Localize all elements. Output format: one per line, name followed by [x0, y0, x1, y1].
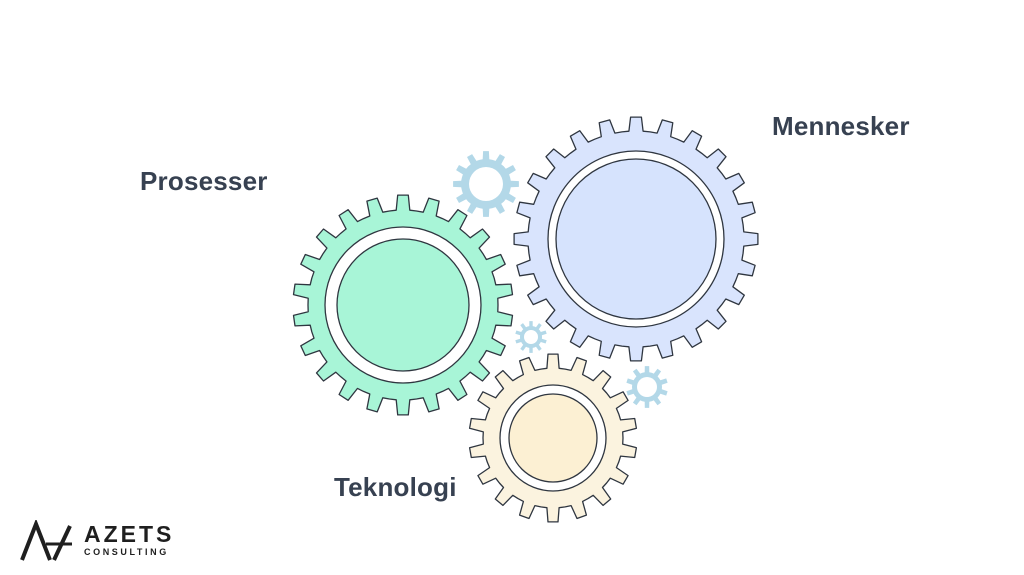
label-mennesker: Mennesker [772, 111, 910, 141]
azets-logo: AZETS CONSULTING [20, 520, 180, 565]
label-prosesser: Prosesser [140, 166, 268, 196]
logo-subtitle: CONSULTING [84, 547, 169, 557]
people-gear [513, 116, 759, 362]
small-gear-middle [515, 321, 547, 353]
technology-gear [468, 353, 638, 523]
azets-logo-mark-icon [20, 520, 72, 561]
label-teknologi: Teknologi [334, 472, 457, 502]
processes-gear [292, 194, 514, 416]
small-gear-top [453, 151, 519, 217]
logo-name: AZETS [84, 521, 175, 547]
small-gear-right [626, 366, 668, 408]
